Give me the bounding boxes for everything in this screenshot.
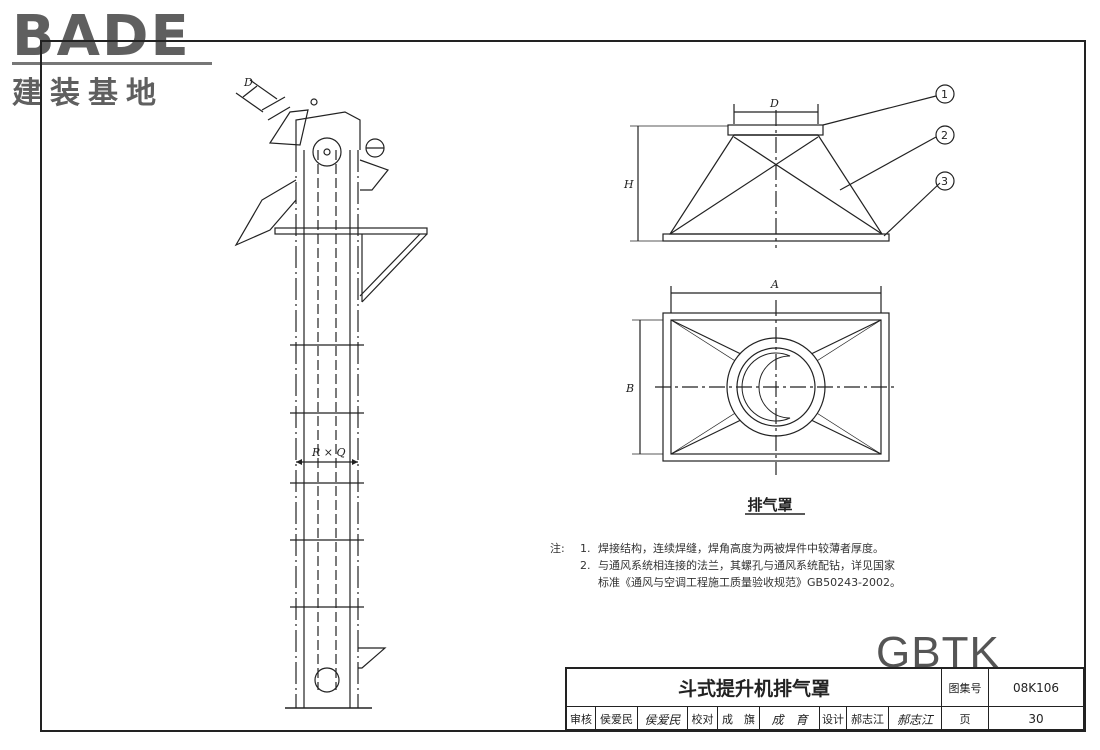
note-1-number: 1. bbox=[580, 542, 591, 555]
dim-label-d-top: D bbox=[769, 97, 779, 110]
drawing-frame bbox=[40, 40, 1086, 732]
note-row-1: 注: 1. 焊接结构，连续焊缝，焊角高度为两被焊件中较薄者厚度。 bbox=[550, 540, 901, 557]
dim-label-rq: R × Q bbox=[311, 446, 346, 459]
hood-elevation-view: D H 1 2 3 bbox=[623, 84, 955, 248]
callout-3: 3 bbox=[941, 175, 948, 188]
note-2-text: 与通风系统相连接的法兰，其螺孔与通风系统配钻，详见国家 bbox=[598, 559, 895, 572]
review-signature: 侯爱民 bbox=[638, 707, 688, 731]
title-block: 斗式提升机排气罩 图集号 08K106 审核 侯爱民 侯爱民 校对 成 旗 成 … bbox=[565, 667, 1085, 731]
note-2-continuation: 标准《通风与空调工程施工质量验收规范》GB50243-2002。 bbox=[598, 576, 902, 589]
design-name: 郝志江 bbox=[847, 707, 889, 731]
dim-label-b: B bbox=[625, 382, 634, 395]
bucket-elevator-elevation: D R × Q bbox=[234, 76, 428, 709]
note-2-number: 2. bbox=[580, 559, 591, 572]
atlas-number: 08K106 bbox=[989, 669, 1083, 707]
drawing-title: 斗式提升机排气罩 bbox=[567, 669, 942, 707]
page-number: 30 bbox=[1028, 712, 1044, 726]
page-label: 页 bbox=[942, 707, 989, 731]
logo-underline bbox=[12, 62, 212, 65]
dim-label-a: A bbox=[770, 278, 779, 291]
logo-subtitle: 建装基地 bbox=[12, 76, 164, 111]
note-row-2: 2. 与通风系统相连接的法兰，其螺孔与通风系统配钻，详见国家 bbox=[550, 557, 901, 574]
review-name: 侯爱民 bbox=[596, 707, 638, 731]
dim-label-d-left: D bbox=[243, 76, 253, 89]
design-label: 设计 bbox=[820, 707, 847, 731]
check-label: 校对 bbox=[688, 707, 718, 731]
notes-prefix: 注: bbox=[550, 542, 565, 555]
check-name: 成 旗 bbox=[718, 707, 760, 731]
check-signature: 成 育 bbox=[760, 707, 820, 731]
hood-plan-view: A B bbox=[625, 278, 897, 475]
design-signature: 郝志江 bbox=[889, 707, 942, 731]
review-label: 审核 bbox=[567, 707, 596, 731]
callout-1: 1 bbox=[941, 88, 948, 101]
dim-label-h: H bbox=[623, 178, 634, 191]
atlas-label: 图集号 bbox=[942, 669, 989, 707]
drawing-notes: 注: 1. 焊接结构，连续焊缝，焊角高度为两被焊件中较薄者厚度。 2. 与通风系统相连… bbox=[550, 540, 901, 591]
callout-2: 2 bbox=[941, 129, 948, 142]
view-caption: 排气罩 bbox=[747, 496, 793, 514]
note-row-3: 标准《通风与空调工程施工质量验收规范》GB50243-2002。 bbox=[550, 574, 901, 591]
note-1-text: 焊接结构，连续焊缝，焊角高度为两被焊件中较薄者厚度。 bbox=[598, 542, 884, 555]
